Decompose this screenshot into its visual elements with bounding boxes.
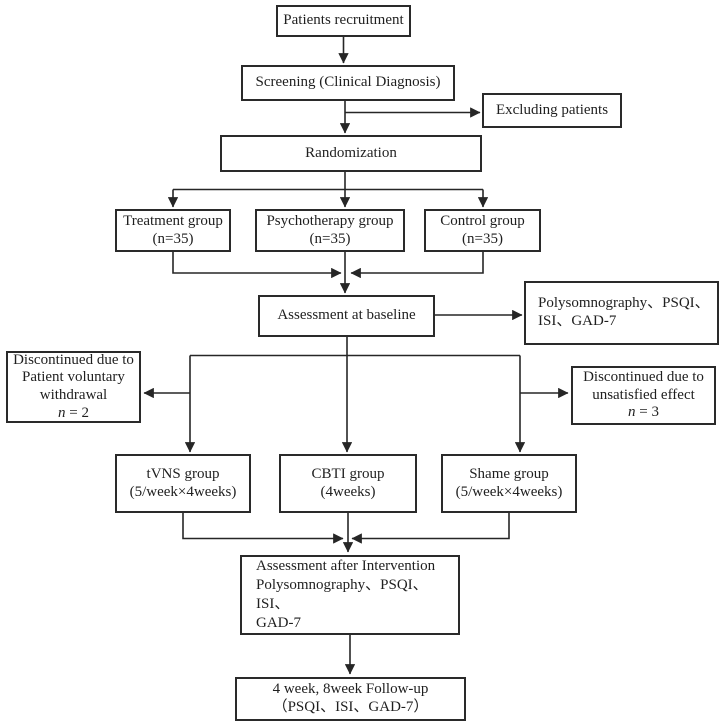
box-treatment-group: Treatment group (n=35) <box>115 209 231 252</box>
box-randomization: Randomization <box>220 135 482 172</box>
box-label: Excluding patients <box>495 101 609 118</box>
box-label: Polysomnography、PSQI、 ISI、GAD-7 <box>538 295 710 329</box>
box-label: Discontinued due to unsatisfied effect <box>583 368 704 403</box>
box-label: Screening (Clinical Diagnosis) <box>255 74 441 91</box>
box-label: 4 week, 8week Follow-up （PSQI、ISI、GAD-7） <box>272 681 429 715</box>
arrow-control-to-merge <box>350 252 484 279</box>
arrow-treatment-to-merge <box>172 252 342 279</box>
box-label: Discontinued due to Patient voluntary wi… <box>13 351 134 403</box>
box-discontinued-unsatisfied: Discontinued due to unsatisfied effect n… <box>571 366 716 425</box>
box-screening: Screening (Clinical Diagnosis) <box>241 65 455 101</box>
box-patients-recruitment: Patients recruitment <box>276 5 411 37</box>
box-shame-group: Shame group (5/week×4weeks) <box>441 454 577 513</box>
box-excluding-patients: Excluding patients <box>482 93 622 128</box>
box-assessment-baseline: Assessment at baseline <box>258 295 435 337</box>
box-tvns-group: tVNS group (5/week×4weeks) <box>115 454 251 513</box>
box-cbti-group: CBTI group (4weeks) <box>279 454 417 513</box>
box-baseline-measures: Polysomnography、PSQI、 ISI、GAD-7 <box>524 281 719 345</box>
box-label: Assessment after Intervention Polysomnog… <box>256 557 436 632</box>
box-followup: 4 week, 8week Follow-up （PSQI、ISI、GAD-7） <box>235 677 466 721</box>
box-label: Randomization <box>305 144 397 161</box>
n-variable: n <box>58 404 66 421</box>
box-label: CBTI group (4weeks) <box>311 465 385 500</box>
box-label: Assessment at baseline <box>277 307 416 324</box>
box-label: Patients recruitment <box>283 12 404 29</box>
box-psychotherapy-group: Psychotherapy group (n=35) <box>255 209 405 252</box>
box-label: Control group (n=35) <box>440 212 525 247</box>
box-label: Treatment group (n=35) <box>123 212 223 247</box>
box-discontinued-withdrawal: Discontinued due to Patient voluntary wi… <box>6 351 141 423</box>
arrow-tvns-to-merge <box>182 513 344 544</box>
box-assessment-after: Assessment after Intervention Polysomnog… <box>240 555 460 635</box>
n-value: = 2 <box>65 404 89 421</box>
n-variable: n <box>628 404 636 421</box>
arrow-shame-to-merge <box>351 513 510 544</box>
box-label: Psychotherapy group (n=35) <box>266 212 394 247</box>
box-label: tVNS group (5/week×4weeks) <box>129 465 237 500</box>
n-count: n = 3 <box>628 404 659 422</box>
box-control-group: Control group (n=35) <box>424 209 541 252</box>
n-count: n = 2 <box>58 405 89 423</box>
n-value: = 3 <box>635 404 659 421</box>
box-label: Shame group (5/week×4weeks) <box>455 465 563 500</box>
